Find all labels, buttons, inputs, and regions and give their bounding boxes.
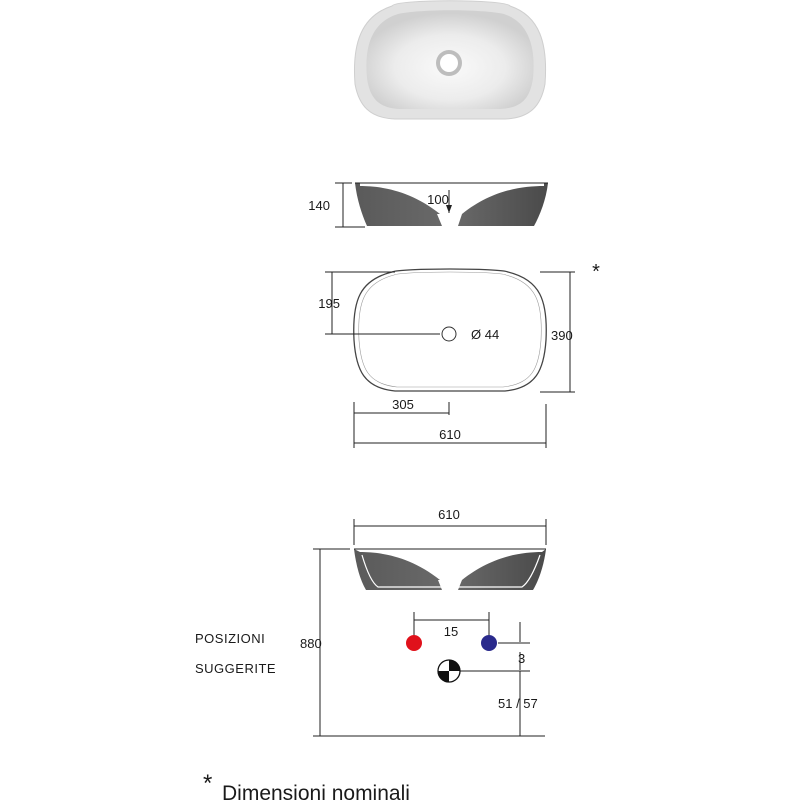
tap-spacing-label: 15	[444, 624, 458, 639]
footnote-asterisk: *	[203, 770, 212, 797]
plan-asterisk: *	[592, 261, 600, 283]
suggested-positions-line1: POSIZIONI	[195, 631, 265, 646]
cold-water-point	[481, 635, 497, 651]
side-height-label: 140	[308, 198, 330, 213]
plan-half-depth-label: 195	[318, 296, 340, 311]
side-section-view	[335, 182, 548, 228]
installation-view	[313, 519, 547, 737]
drain-height-label: 51 / 57	[498, 696, 538, 711]
side-depth-label: 100	[427, 192, 449, 207]
plan-hole-label: Ø 44	[471, 327, 499, 342]
drain-point-icon	[437, 659, 461, 683]
plan-view	[325, 268, 575, 448]
plan-half-width-label: 305	[392, 397, 414, 412]
plan-drain-hole	[441, 326, 457, 342]
install-width-label: 610	[438, 507, 460, 522]
footnote-text: Dimensioni nominali	[222, 782, 410, 800]
install-height-label: 880	[300, 636, 322, 651]
suggested-positions-line2: SUGGERITE	[195, 661, 276, 676]
offset-label: 3	[518, 651, 525, 666]
plan-width-label: 610	[439, 427, 461, 442]
hot-water-point	[406, 635, 422, 651]
basin-render	[353, 0, 547, 120]
plan-depth-label: 390	[551, 328, 573, 343]
